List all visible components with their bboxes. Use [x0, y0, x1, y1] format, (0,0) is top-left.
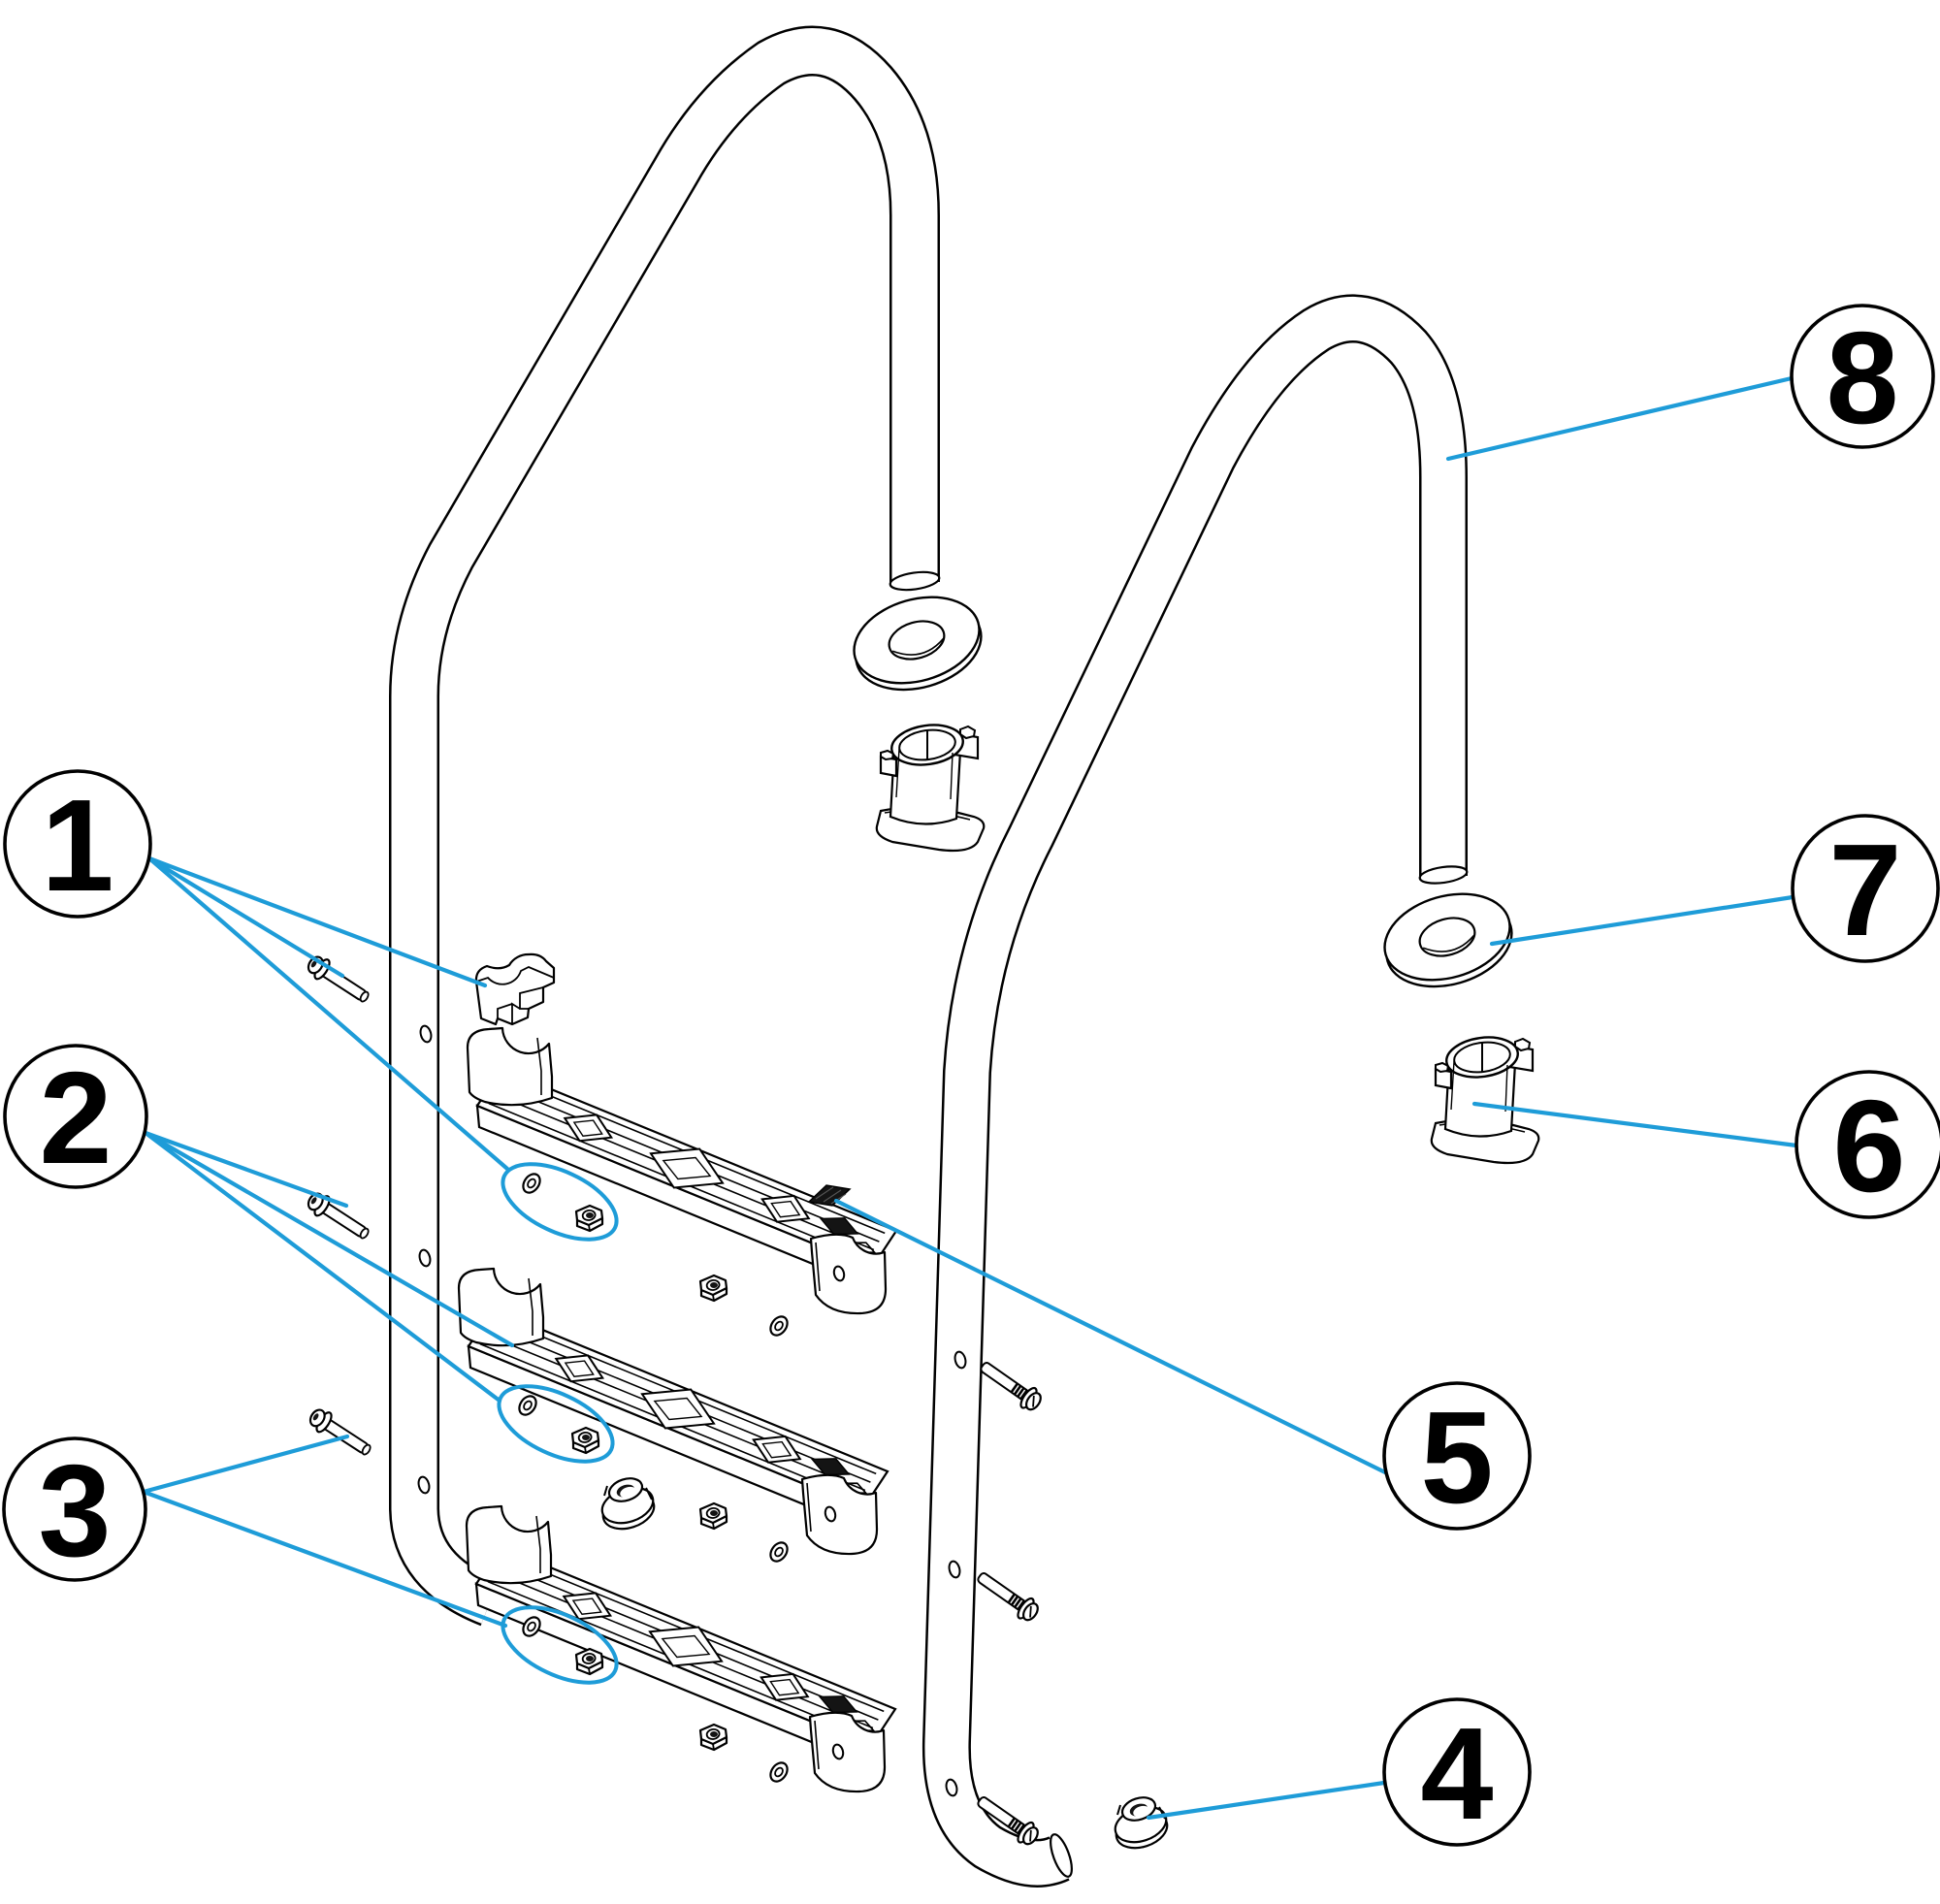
callout-3-circle — [2, 1436, 147, 1582]
leader-line-4 — [1146, 1780, 1387, 1821]
leader-line-8 — [1445, 375, 1794, 462]
step-nut — [574, 1204, 604, 1233]
callout-2-circle — [3, 1044, 148, 1189]
step-washer — [765, 1758, 792, 1787]
highlight-layer — [497, 1162, 619, 1685]
step-washer — [765, 1311, 792, 1340]
leader-line-1 — [146, 855, 345, 979]
callout-8-circle — [1790, 304, 1935, 449]
step-nut — [698, 1723, 728, 1752]
leader-line-1 — [146, 855, 510, 1172]
callout-5-label: 5 — [1420, 1384, 1493, 1531]
tube-open-end — [1050, 1833, 1073, 1878]
leader-line-5 — [833, 1198, 1388, 1475]
callout-6-label: 6 — [1832, 1073, 1905, 1219]
leader-line-3 — [141, 1489, 508, 1629]
anchor-socket — [875, 719, 986, 853]
callout-3-label: 3 — [38, 1437, 111, 1584]
callout-5-circle — [1382, 1381, 1532, 1531]
highlight-ellipse-2 — [497, 1384, 615, 1464]
step-washer — [518, 1169, 545, 1198]
ladder-step-1 — [466, 1026, 898, 1315]
leader-line-2 — [143, 1130, 349, 1209]
tube-open-end — [889, 570, 941, 592]
callout-2-label: 2 — [39, 1045, 112, 1191]
step-washer — [765, 1537, 792, 1566]
callout-4-circle — [1382, 1697, 1532, 1847]
callout-layer: 1 2 3 4 5 6 7 8 — [2, 304, 1940, 1847]
step-bolt — [303, 1187, 374, 1246]
callout-1-circle — [3, 769, 152, 919]
step-clamp-part — [474, 952, 556, 1026]
highlight-ellipse-1 — [501, 1162, 619, 1242]
cone-escutcheon — [596, 1473, 661, 1536]
rail-bolt — [974, 1354, 1047, 1416]
anchor-socket — [1430, 1031, 1540, 1165]
leader-line-3 — [141, 1434, 350, 1495]
step-nut — [570, 1426, 600, 1455]
leader-line-6 — [1471, 1101, 1799, 1148]
rail-bolt — [971, 1565, 1044, 1627]
cone-escutcheon — [1109, 1792, 1174, 1856]
leader-line-1 — [146, 855, 488, 988]
callout-7-label: 7 — [1828, 817, 1901, 963]
callout-1-label: 1 — [41, 772, 113, 919]
leader-line-2 — [143, 1130, 502, 1404]
step-nut — [698, 1274, 728, 1303]
highlight-ellipse-3 — [501, 1605, 619, 1685]
step-nut — [574, 1647, 604, 1676]
leader-line-7 — [1489, 894, 1795, 947]
step-washer — [514, 1391, 541, 1420]
step-nut — [698, 1501, 728, 1531]
right-handrail-tube — [922, 294, 1469, 1888]
callout-8-label: 8 — [1826, 305, 1898, 451]
leader-line-2 — [143, 1130, 515, 1348]
left-handrail-tube — [389, 25, 941, 1627]
leader-layer — [141, 375, 1799, 1821]
callout-4-label: 4 — [1420, 1700, 1493, 1847]
deck-washer — [842, 582, 993, 705]
callout-7-circle — [1791, 814, 1940, 963]
step-bolt — [305, 1404, 376, 1463]
callout-6-circle — [1794, 1070, 1940, 1219]
deck-washer — [1373, 879, 1524, 1002]
tube-open-end — [1418, 865, 1469, 885]
